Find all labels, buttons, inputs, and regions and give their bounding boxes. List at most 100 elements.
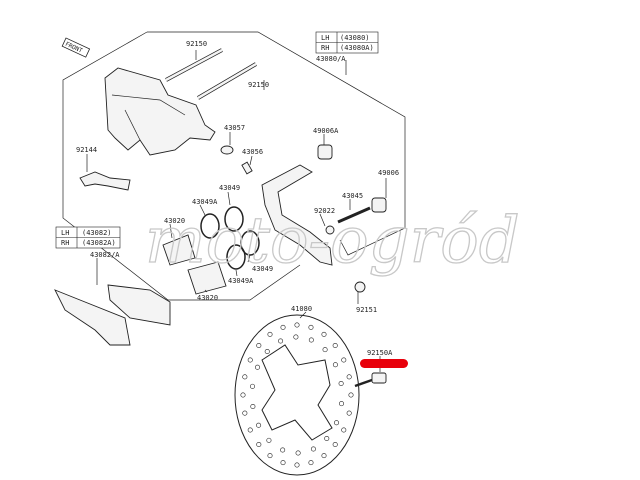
disc-hole [280, 447, 286, 453]
caliper-pin [165, 48, 223, 82]
disc-hole [242, 374, 248, 380]
watermark: moto-ogród [145, 204, 520, 278]
disc-hole [346, 374, 352, 380]
disc-hole [332, 362, 338, 368]
disc-hole [324, 436, 330, 442]
caliper-body [104, 67, 216, 156]
disc-hole [256, 441, 262, 447]
disc-hole [308, 460, 314, 466]
label-43056: 43056 [242, 148, 263, 156]
label-49006: 49006 [378, 169, 399, 177]
disc-hole [240, 392, 246, 398]
caliper-assembly-outline-left [62, 31, 301, 301]
disc-hole [267, 331, 273, 337]
caliper-assembly-outline [147, 31, 406, 256]
caliper-side-table: LH (43080) RH (43080A) [315, 31, 379, 54]
disc-hole [310, 446, 316, 452]
label-43045: 43045 [342, 192, 363, 200]
bolt-part [354, 281, 366, 293]
disc-hole [247, 427, 253, 433]
disc-hole [256, 343, 262, 349]
label-43020: 43020 [197, 294, 218, 302]
disc-hole [266, 437, 272, 443]
label-92150: 92150 [248, 81, 269, 89]
leader-lines [86, 50, 387, 372]
disc-hole [334, 420, 340, 426]
disc-hole [267, 453, 273, 459]
spring-part [220, 145, 234, 155]
disc-hole [338, 401, 344, 407]
label-49006A: 49006A [313, 127, 339, 135]
label-43020: 43020 [164, 217, 185, 225]
disc-hole [332, 343, 338, 349]
label-43049A: 43049A [192, 198, 218, 206]
disc-hole [321, 331, 327, 337]
svg-text:RH: RH [61, 239, 69, 247]
collar-part [325, 225, 335, 235]
disc-hole [332, 441, 338, 447]
svg-text:(43080): (43080) [340, 34, 370, 42]
pin-bolt-part [337, 206, 371, 224]
seal-ring [226, 244, 246, 270]
disc-hole [264, 348, 270, 354]
boot-part [371, 197, 387, 213]
caliper-detail [111, 94, 186, 141]
disc-hole [247, 357, 253, 363]
svg-text:RH: RH [321, 44, 329, 52]
caliper-pin [196, 62, 258, 100]
pad-side-table: LH (43082) RH (43082A) [55, 226, 121, 249]
disc-hole [321, 453, 327, 459]
disc-hole [293, 334, 299, 340]
svg-text:(43082): (43082) [82, 229, 112, 237]
disc-hole [242, 410, 248, 416]
disc-hole [254, 364, 260, 370]
brake-disc [234, 314, 360, 476]
caliper-bracket [261, 164, 333, 266]
disc-hole [250, 383, 256, 389]
highlight-marker [360, 359, 408, 368]
disc-hole [348, 392, 354, 398]
svg-text:(43080A): (43080A) [340, 44, 374, 52]
disc-hole [322, 347, 328, 353]
label-92144: 92144 [76, 146, 97, 154]
seal-ring [200, 213, 220, 239]
brake-pad [54, 289, 131, 346]
disc-hole [346, 410, 352, 416]
disc-hole [295, 450, 301, 456]
disc-hole [250, 403, 256, 409]
label-92150: 92150 [186, 40, 207, 48]
label-43057: 43057 [224, 124, 245, 132]
label-43049: 43049 [219, 184, 240, 192]
brake-pad [107, 284, 171, 326]
piston [187, 261, 227, 295]
svg-text:(43082A): (43082A) [82, 239, 116, 247]
svg-text:LH: LH [321, 34, 329, 42]
disc-hole [341, 427, 347, 433]
bleeder-valve [241, 161, 253, 175]
disc-hole [294, 462, 300, 468]
disc-hole [256, 422, 262, 428]
disc-hole [280, 324, 286, 330]
disc-hole [280, 460, 286, 466]
label-41080: 41080 [291, 305, 312, 313]
piston [162, 234, 196, 266]
front-arrow-icon: FRONT [61, 37, 91, 58]
svg-text:LH: LH [61, 229, 69, 237]
disc-hole [308, 324, 314, 330]
seal-ring [224, 206, 244, 232]
label-92151: 92151 [356, 306, 377, 314]
disc-hole [308, 337, 314, 343]
pad-spring-part [79, 171, 131, 191]
boot-part [317, 144, 333, 160]
label-43082: 43082/A [90, 251, 120, 259]
disc-hole [341, 357, 347, 363]
label-92022: 92022 [314, 207, 335, 215]
disc-bolt-part [371, 372, 387, 384]
disc-hole [294, 322, 300, 328]
disc-hole [338, 381, 344, 387]
label-43049: 43049 [252, 265, 273, 273]
label-92150A: 92150A [367, 349, 393, 357]
label-43049A: 43049A [228, 277, 254, 285]
